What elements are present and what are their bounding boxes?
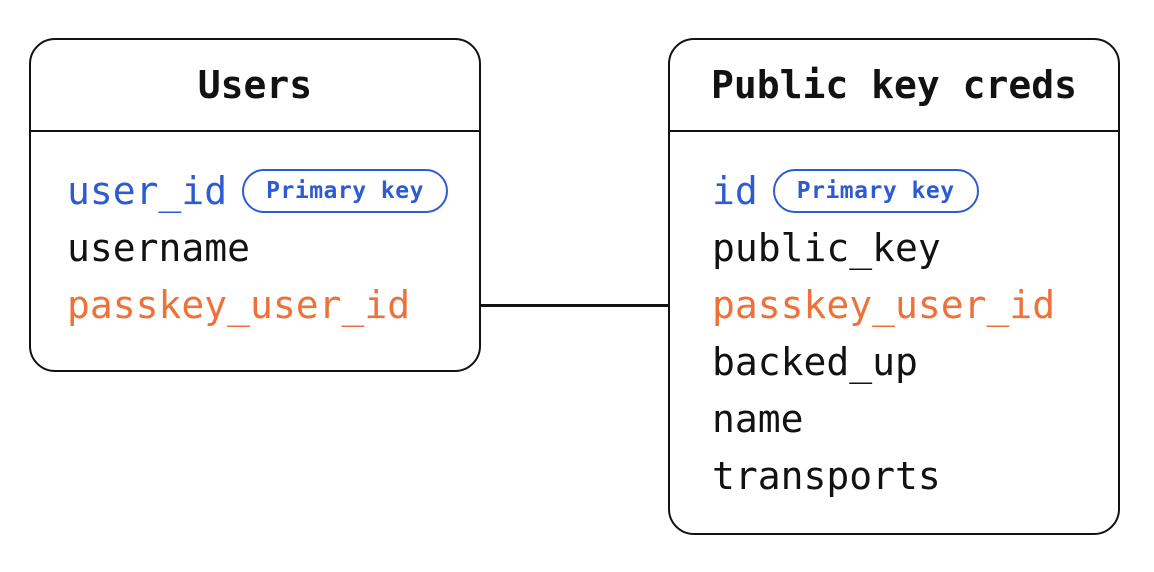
entity-users-title: Users (197, 63, 313, 107)
entity-public-key-creds-header: Public key creds (670, 40, 1118, 132)
field-name: id (712, 168, 758, 213)
field-row: backed_up (670, 333, 1118, 390)
field-name: transports (712, 453, 941, 498)
field-row: public_key (670, 219, 1118, 276)
field-row: user_id Primary key (31, 162, 479, 219)
field-row: transports (670, 447, 1118, 504)
field-name: passkey_user_id (712, 282, 1056, 327)
field-name: name (712, 396, 804, 441)
field-name: passkey_user_id (67, 282, 411, 327)
relationship-line (479, 304, 670, 307)
field-name: backed_up (712, 339, 918, 384)
field-name: username (67, 225, 251, 270)
primary-key-badge: Primary key (772, 168, 979, 213)
entity-users-header: Users (31, 40, 479, 132)
field-row: id Primary key (670, 162, 1118, 219)
entity-public-key-creds-title: Public key creds (710, 63, 1078, 107)
field-name: public_key (712, 225, 941, 270)
entity-public-key-creds: Public key creds id Primary key public_k… (668, 38, 1120, 535)
entity-public-key-creds-fields: id Primary key public_key passkey_user_i… (670, 132, 1118, 504)
field-row: name (670, 390, 1118, 447)
field-row: passkey_user_id (31, 276, 479, 333)
field-row: passkey_user_id (670, 276, 1118, 333)
primary-key-badge: Primary key (242, 168, 448, 213)
field-name: user_id (67, 168, 228, 213)
entity-users: Users user_id Primary key username passk… (29, 38, 481, 372)
field-row: username (31, 219, 479, 276)
entity-users-fields: user_id Primary key username passkey_use… (31, 132, 479, 333)
